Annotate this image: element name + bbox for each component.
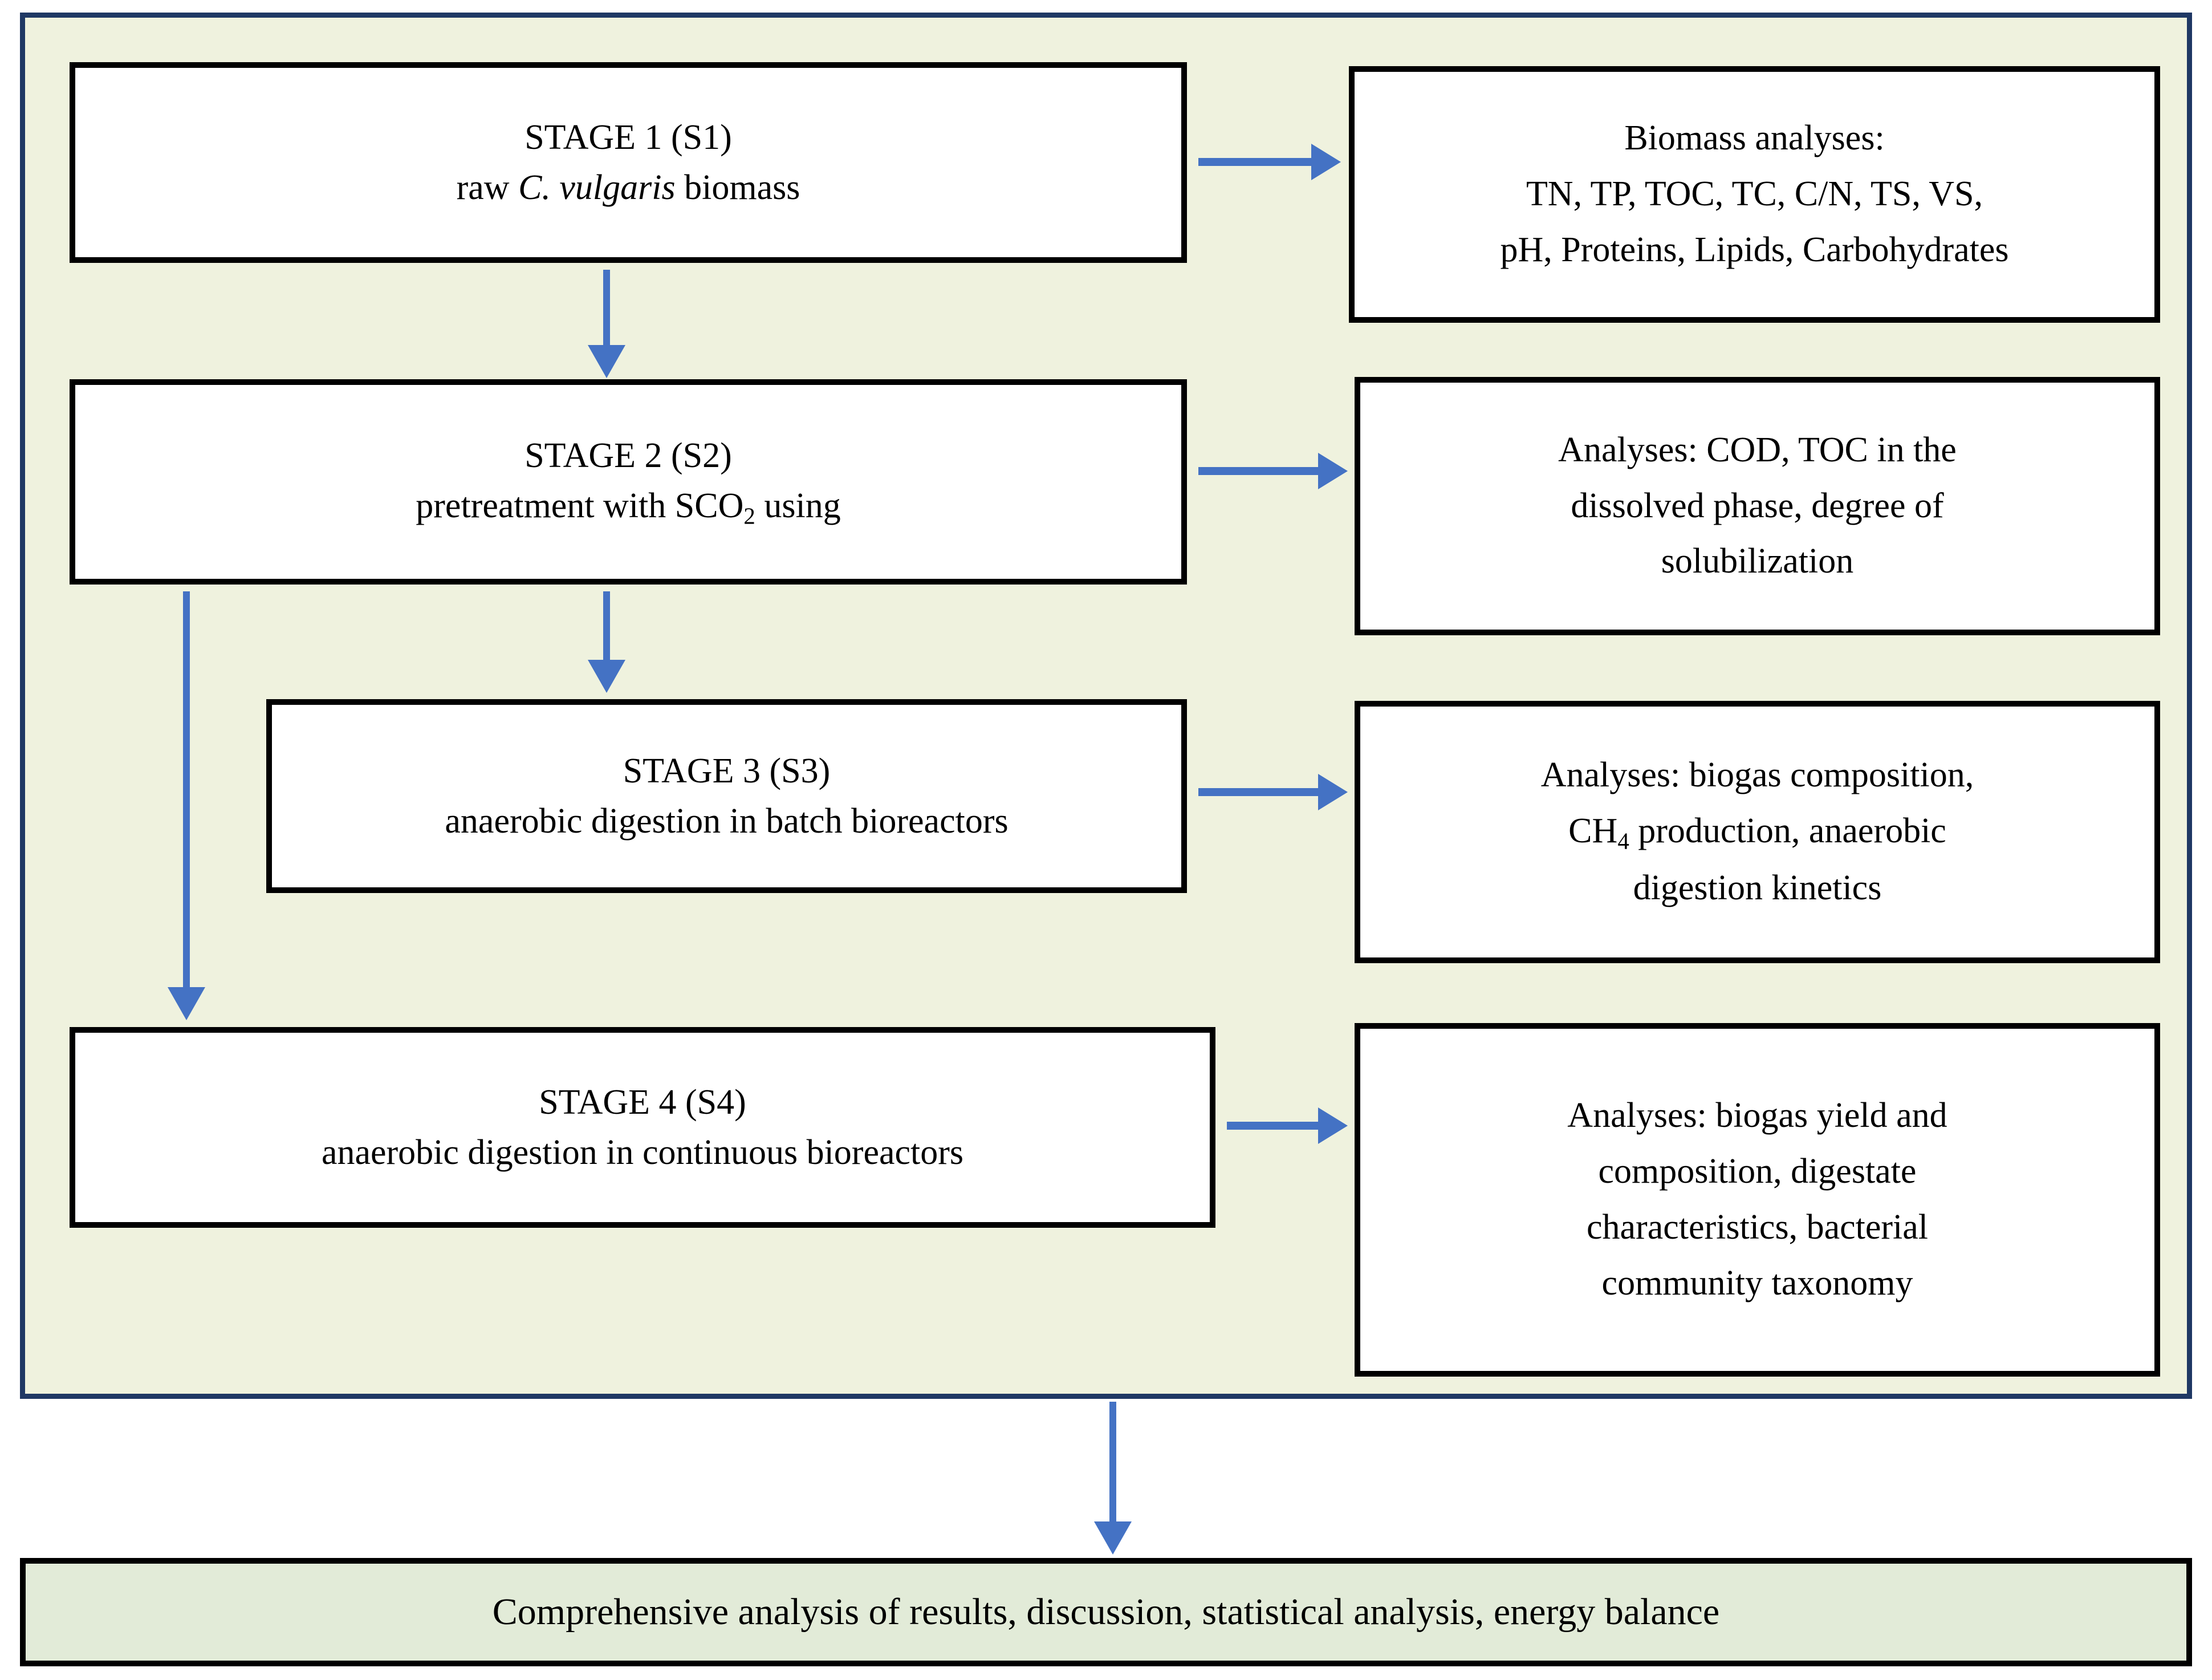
- arrow-head: [168, 987, 205, 1020]
- arrow-stage3-to-analysis3-icon: [1198, 773, 1348, 811]
- analysis-4-line-4: community taxonomy: [1601, 1263, 1913, 1302]
- arrow-shaft: [603, 591, 610, 660]
- arrow-head: [588, 660, 625, 693]
- summary-box: Comprehensive analysis of results, discu…: [20, 1558, 2192, 1666]
- analysis-4-box: Analyses: biogas yield and composition, …: [1355, 1023, 2160, 1377]
- stage-2-box: STAGE 2 (S2) pretreatment with SCO2 usin…: [70, 379, 1187, 585]
- stage-3-subtitle: anaerobic digestion in batch bioreactors: [445, 802, 1009, 841]
- arrow-shaft: [1198, 158, 1312, 166]
- stage-2-title: STAGE 2 (S2): [524, 436, 732, 476]
- analysis-3-line-3: digestion kinetics: [1633, 868, 1882, 907]
- arrow-shaft: [1227, 1122, 1319, 1130]
- arrow-shaft: [183, 591, 190, 987]
- stage-4-box: STAGE 4 (S4) anaerobic digestion in cont…: [70, 1027, 1215, 1228]
- arrow-stage4-to-analysis4-icon: [1227, 1107, 1348, 1145]
- stage-1-subtitle: raw C. vulgaris biomass: [456, 168, 800, 207]
- summary-text: Comprehensive analysis of results, discu…: [492, 1591, 1720, 1633]
- analysis-3-line-1: Analyses: biogas composition,: [1540, 756, 1974, 795]
- arrow-shaft: [603, 270, 610, 345]
- analysis-1-line-3: pH, Proteins, Lipids, Carbohydrates: [1500, 230, 2009, 269]
- arrow-shaft: [1198, 788, 1319, 796]
- analysis-2-line-3: solubilization: [1661, 542, 1854, 581]
- analysis-3-box: Analyses: biogas composition, CH4 produc…: [1355, 701, 2160, 963]
- stage-2-subtitle: pretreatment with SCO2 using: [416, 486, 841, 529]
- analysis-2-box: Analyses: COD, TOC in the dissolved phas…: [1355, 377, 2160, 635]
- arrow-head: [1318, 774, 1348, 810]
- stage-3-title: STAGE 3 (S3): [623, 751, 831, 790]
- stage-4-subtitle: anaerobic digestion in continuous biorea…: [321, 1133, 964, 1172]
- arrow-stage1-to-analysis1-icon: [1198, 143, 1341, 181]
- analysis-4-line-1: Analyses: biogas yield and: [1567, 1096, 1947, 1135]
- stage-1-box: STAGE 1 (S1) raw C. vulgaris biomass: [70, 62, 1187, 263]
- arrow-head: [1318, 453, 1348, 489]
- arrow-stage2-to-stage4-icon: [166, 591, 206, 1020]
- arrow-container-to-summary-icon: [1090, 1402, 1136, 1555]
- arrow-head: [588, 345, 625, 378]
- arrow-shaft: [1198, 467, 1319, 475]
- workflow-container: STAGE 1 (S1) raw C. vulgaris biomass STA…: [20, 13, 2192, 1399]
- analysis-4-line-3: characteristics, bacterial: [1587, 1208, 1928, 1247]
- arrow-head: [1318, 1107, 1348, 1144]
- stage-3-box: STAGE 3 (S3) anaerobic digestion in batc…: [266, 699, 1187, 893]
- arrow-head: [1094, 1521, 1132, 1555]
- arrow-head: [1311, 144, 1341, 180]
- analysis-4-line-2: composition, digestate: [1598, 1152, 1917, 1191]
- analysis-1-line-1: Biomass analyses:: [1624, 119, 1885, 158]
- analysis-1-line-2: TN, TP, TOC, TC, C/N, TS, VS,: [1526, 175, 1983, 214]
- analysis-2-line-2: dissolved phase, degree of: [1571, 486, 1944, 525]
- arrow-shaft: [1109, 1402, 1116, 1521]
- stage-4-title: STAGE 4 (S4): [539, 1082, 746, 1122]
- arrow-stage1-to-stage2-icon: [587, 270, 627, 378]
- analysis-3-line-2: CH4 production, anaerobic: [1568, 811, 1946, 854]
- analysis-1-box: Biomass analyses: TN, TP, TOC, TC, C/N, …: [1349, 66, 2160, 323]
- analysis-2-line-1: Analyses: COD, TOC in the: [1558, 430, 1957, 469]
- stage-1-title: STAGE 1 (S1): [524, 117, 732, 157]
- arrow-stage2-to-stage3-icon: [587, 591, 627, 693]
- arrow-stage2-to-analysis2-icon: [1198, 452, 1348, 490]
